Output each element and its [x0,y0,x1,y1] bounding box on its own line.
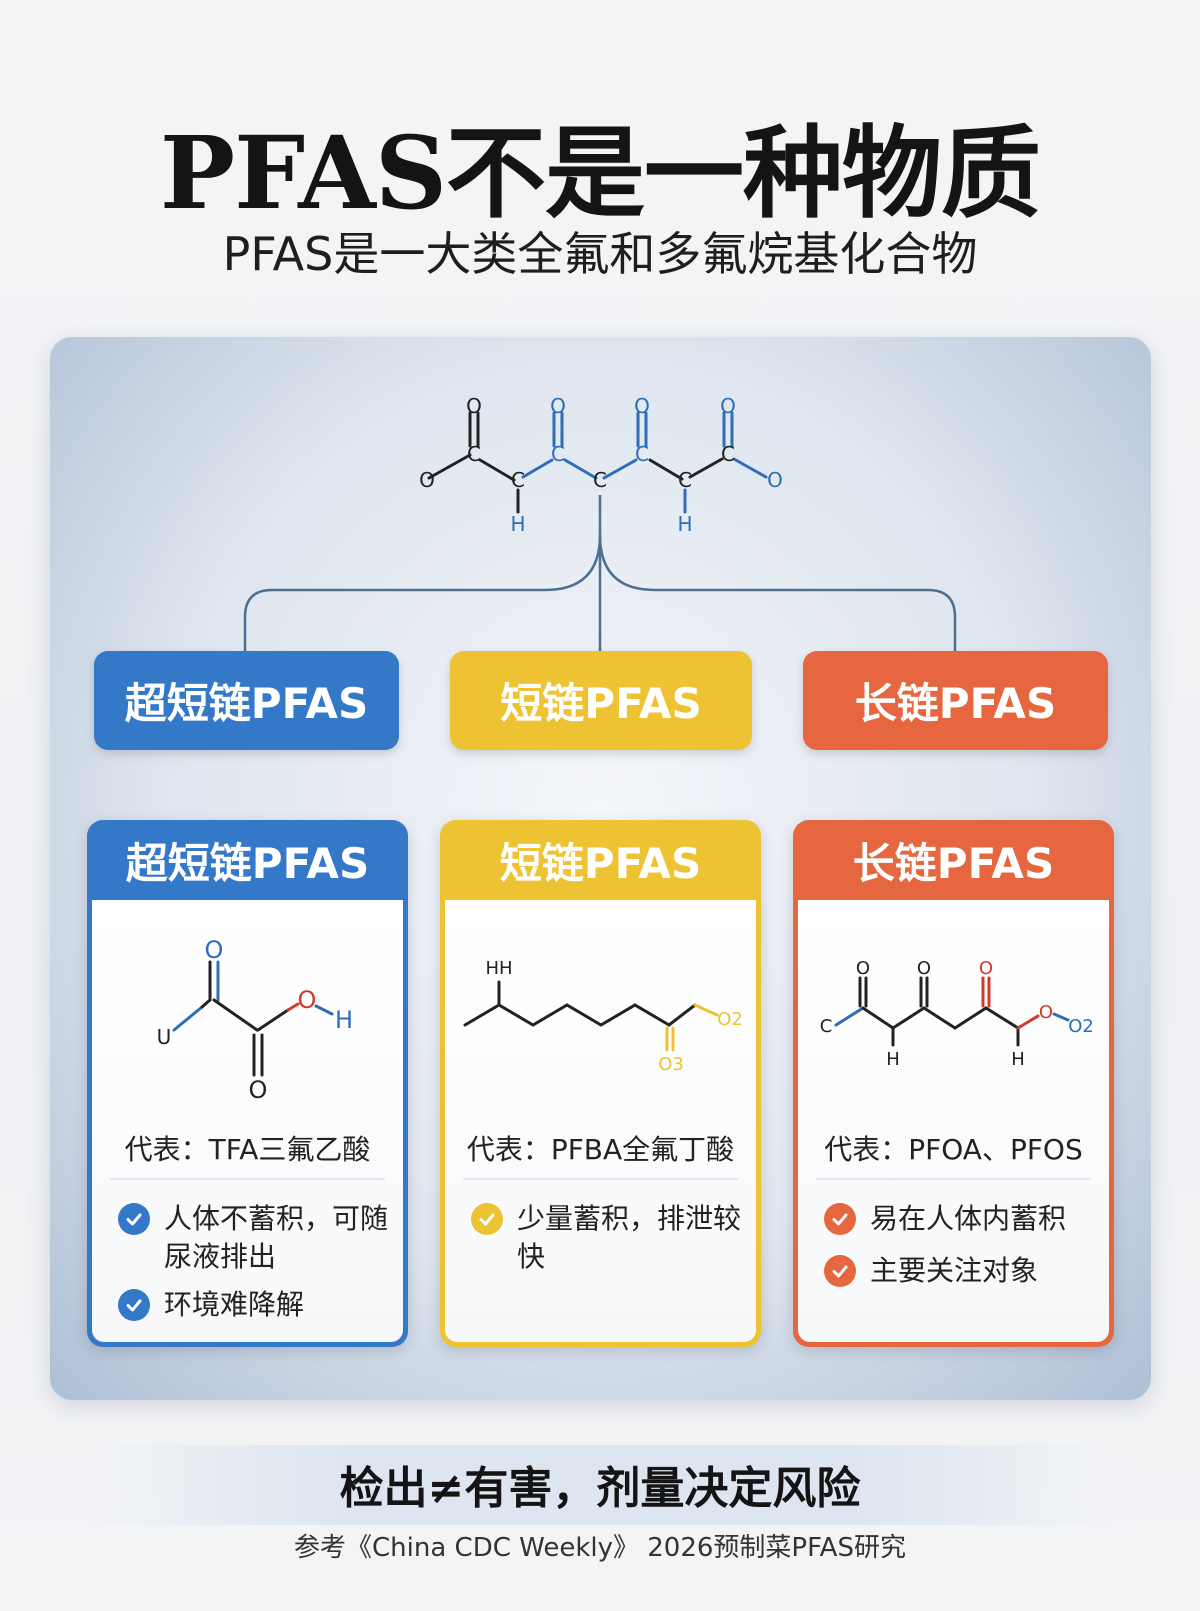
tree-connectors [243,495,957,651]
page-subtitle: PFAS是一大类全氟和多氟烷基化合物 [222,227,978,281]
point-text: 少量蓄积，排泄较快 [517,1202,742,1273]
reference-note: 参考《China CDC Weekly》 2026预制菜PFAS研究 [294,1533,906,1563]
check-icon [824,1203,856,1235]
atom-h-2: H [1011,1049,1025,1070]
atom-c: C [820,1016,833,1037]
tier-long: 长链PFAS [803,651,1108,750]
divider [110,1178,385,1180]
atom-h: H [335,1006,353,1034]
main-molecule-diagram: O C O C H O C C O C C H O C O [243,394,957,651]
point-text: 易在人体内蓄积 [870,1202,1067,1235]
representative-text: 代表：PFOA、PFOS [824,1133,1083,1166]
atom-c4: C [593,468,607,492]
atom-o4: O [634,394,650,418]
check-icon [118,1203,150,1235]
atom-c1: C [467,442,481,466]
tfa-molecule: O O H O U [157,936,353,1104]
atom-o2: O2 [1068,1016,1094,1037]
divider [463,1178,738,1180]
footer-band [90,1445,1110,1525]
tier-short: 短链PFAS [450,651,752,750]
point-item: 易在人体内蓄积 [824,1200,1099,1238]
atom-o-4: O [1039,1002,1053,1023]
card-body: HH O2 O3 代表：PFBA全氟丁酸 少量蓄积，排泄较快 [445,900,756,1342]
atom-o3: O [550,394,566,418]
page-title: PFAS不是一种物质 [159,114,1041,232]
card-header: 短链PFAS [499,838,702,888]
check-icon [471,1203,503,1235]
point-text: 主要关注对象 [870,1254,1039,1287]
point-item: 人体不蓄积，可随尿液排出 [118,1200,393,1276]
point-text: 人体不蓄积，可随尿液排出 [164,1202,389,1273]
atom-o5: O [720,394,736,418]
representative-text: 代表：TFA三氟乙酸 [124,1133,371,1166]
card-header: 长链PFAS [852,838,1055,888]
tier-label: 长链PFAS [854,679,1057,728]
atom-c2: C [511,468,525,492]
card-body: C O O O O O2 H H 代表：PFOA、PFOS 易在人体内蓄积 主要… [798,900,1109,1342]
point-item: 环境难降解 [118,1286,393,1324]
card-ultra-short: 超短链PFAS O O H O U 代表：TFA三 [87,820,408,1347]
atom-o1: O [419,468,435,492]
atom-o-3: O [979,958,993,979]
atom-o2: O2 [717,1009,743,1030]
card-short: 短链PFAS HH O2 O3 代表：PFBA全氟丁酸 少量蓄积，排泄较快 [440,820,761,1347]
card-long: 长链PFAS C O [793,820,1114,1347]
atom-hh: HH [485,958,512,979]
atom-c3: C [551,442,565,466]
atom-c5: C [635,442,649,466]
atom-o6: O [767,468,783,492]
atom-o3: O3 [658,1054,684,1075]
tier-ultra-short: 超短链PFAS [94,651,399,750]
atom-o-right: O [298,986,317,1014]
card-header: 超短链PFAS [125,838,370,888]
tier-label: 短链PFAS [500,679,702,728]
atom-c6: C [678,468,692,492]
atom-h1: H [510,512,525,536]
point-item: 主要关注对象 [824,1252,1099,1290]
main-molecule-bonds [427,411,768,514]
point-text: 环境难降解 [164,1288,305,1321]
atom-o-bottom: O [249,1076,268,1104]
atom-o-2: O [917,958,931,979]
atom-o-top: O [205,936,224,964]
tier-label: 超短链PFAS [124,679,369,728]
main-molecule-atoms: O C O C H O C C O C C H O C O [419,394,783,536]
atom-o-1: O [856,958,870,979]
divider [816,1178,1091,1180]
point-item: 少量蓄积，排泄较快 [471,1200,746,1276]
atom-c7: C [721,442,735,466]
atom-h-1: H [886,1049,900,1070]
check-icon [118,1289,150,1321]
atom-h2: H [677,512,692,536]
check-icon [824,1255,856,1287]
card-body: O O H O U 代表：TFA三氟乙酸 人体不蓄积，可随尿液排出 环境难降解 [92,900,403,1342]
representative-text: 代表：PFBA全氟丁酸 [466,1133,735,1166]
tagline: 检出≠有害，剂量决定风险 [339,1463,861,1514]
pfoa-molecule: C O O O O O2 H H [820,958,1094,1070]
atom-u: U [157,1025,172,1049]
atom-o2: O [466,394,482,418]
pfba-molecule: HH O2 O3 [463,958,743,1075]
